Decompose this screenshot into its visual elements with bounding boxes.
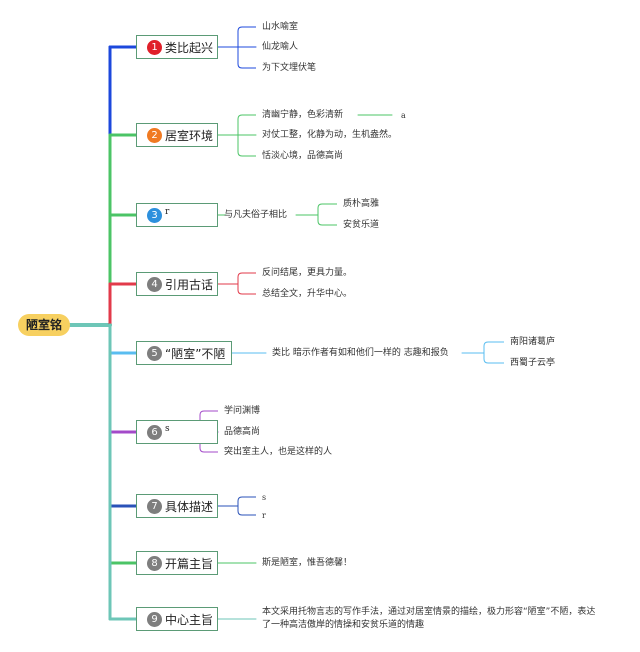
leaf-text[interactable]: 质朴高雅 xyxy=(343,199,380,209)
node-6[interactable]: 6 s xyxy=(136,420,218,444)
leaf-text[interactable]: 对仗工整，化静为动，生机盎然。 xyxy=(262,130,398,140)
leaf-text[interactable]: 突出室主人，也是这样的人 xyxy=(224,447,333,457)
leaf-text[interactable]: 类比 暗示作者有如和他们一样的 志趣和报负 xyxy=(272,348,449,358)
leaf-text[interactable]: 反问结尾，更具力量。 xyxy=(262,268,353,278)
bracket-branch xyxy=(483,341,504,353)
node-title: 引用古话 xyxy=(165,277,214,292)
node-title: 中心主旨 xyxy=(165,612,214,627)
bracket-branch xyxy=(199,432,218,453)
bracket-branch xyxy=(237,284,256,295)
leaf-text[interactable]: 清幽宁静，色彩清新 xyxy=(262,110,344,120)
leaf-text[interactable]: 斯是陋室，惟吾德馨！ xyxy=(262,558,353,568)
node-1[interactable]: 1 类比起兴 xyxy=(136,35,218,59)
leaf-text[interactable]: 总结全文，升华中心。 xyxy=(262,289,353,299)
node-7[interactable]: 7 具体描述 xyxy=(136,494,218,518)
node-9[interactable]: 9 中心主旨 xyxy=(136,607,218,631)
node-title: 具体描述 xyxy=(165,499,214,514)
number-badge: 8 xyxy=(147,555,162,571)
leaf-tail-text[interactable]: a xyxy=(401,111,406,120)
node-title: r xyxy=(165,207,170,217)
bracket-branch xyxy=(317,203,337,215)
bracket-branch xyxy=(237,506,256,516)
leaf-text[interactable]: 仙龙喻人 xyxy=(262,42,299,52)
leaf-text[interactable]: 西蜀子云亭 xyxy=(510,358,556,368)
leaf-text[interactable]: 学问渊博 xyxy=(224,406,261,416)
bracket-branch xyxy=(237,272,256,284)
bracket-branch xyxy=(317,215,337,226)
number-badge: 2 xyxy=(147,127,162,143)
node-2[interactable]: 2 居室环境 xyxy=(136,123,218,147)
bracket-branch xyxy=(237,26,256,47)
bracket-branch xyxy=(483,353,504,364)
leaf-text[interactable]: 与凡夫俗子相比 xyxy=(224,210,288,220)
leaf-text[interactable]: r xyxy=(262,511,266,520)
node-title: “陋室”不陋 xyxy=(165,346,226,361)
number-badge: 4 xyxy=(147,276,162,292)
leaf-text[interactable]: 本文采用托物言志的写作手法，通过对居室情景的描绘，极力形容“陋室”不陋，表达了一… xyxy=(262,607,596,630)
number-badge: 6 xyxy=(147,424,162,440)
node-4[interactable]: 4 引用古话 xyxy=(136,272,218,296)
node-title: 开篇主旨 xyxy=(165,556,214,571)
node-title: 居室环境 xyxy=(165,128,214,143)
node-5[interactable]: 5 “陋室”不陋 xyxy=(136,341,232,365)
bracket-branch xyxy=(237,114,256,135)
bracket-branch xyxy=(237,135,256,157)
number-badge: 3 xyxy=(147,207,162,223)
leaf-text[interactable]: 南阳诸葛庐 xyxy=(510,337,556,347)
node-8[interactable]: 8 开篇主旨 xyxy=(136,551,218,575)
node-title: s xyxy=(165,424,170,434)
leaf-text[interactable]: 安贫乐道 xyxy=(343,220,380,230)
leaf-text[interactable]: s xyxy=(262,493,267,502)
bracket-branch xyxy=(237,496,256,506)
bracket-branch xyxy=(237,47,256,69)
node-title: 类比起兴 xyxy=(165,40,214,55)
leaf-text[interactable]: 品德高尚 xyxy=(224,427,261,437)
leaf-text[interactable]: 山水喻室 xyxy=(262,22,299,32)
leaf-text[interactable]: 恬淡心境，品德高尚 xyxy=(262,151,344,161)
number-badge: 9 xyxy=(147,611,162,627)
bracket-branch xyxy=(199,410,218,432)
leaf-text[interactable]: 为下文埋伏笔 xyxy=(262,63,317,73)
root-node[interactable]: 陋室铭 xyxy=(18,314,70,336)
node-3[interactable]: 3 r xyxy=(136,203,218,227)
number-badge: 7 xyxy=(147,498,162,514)
number-badge: 1 xyxy=(147,39,162,55)
number-badge: 5 xyxy=(147,345,162,361)
